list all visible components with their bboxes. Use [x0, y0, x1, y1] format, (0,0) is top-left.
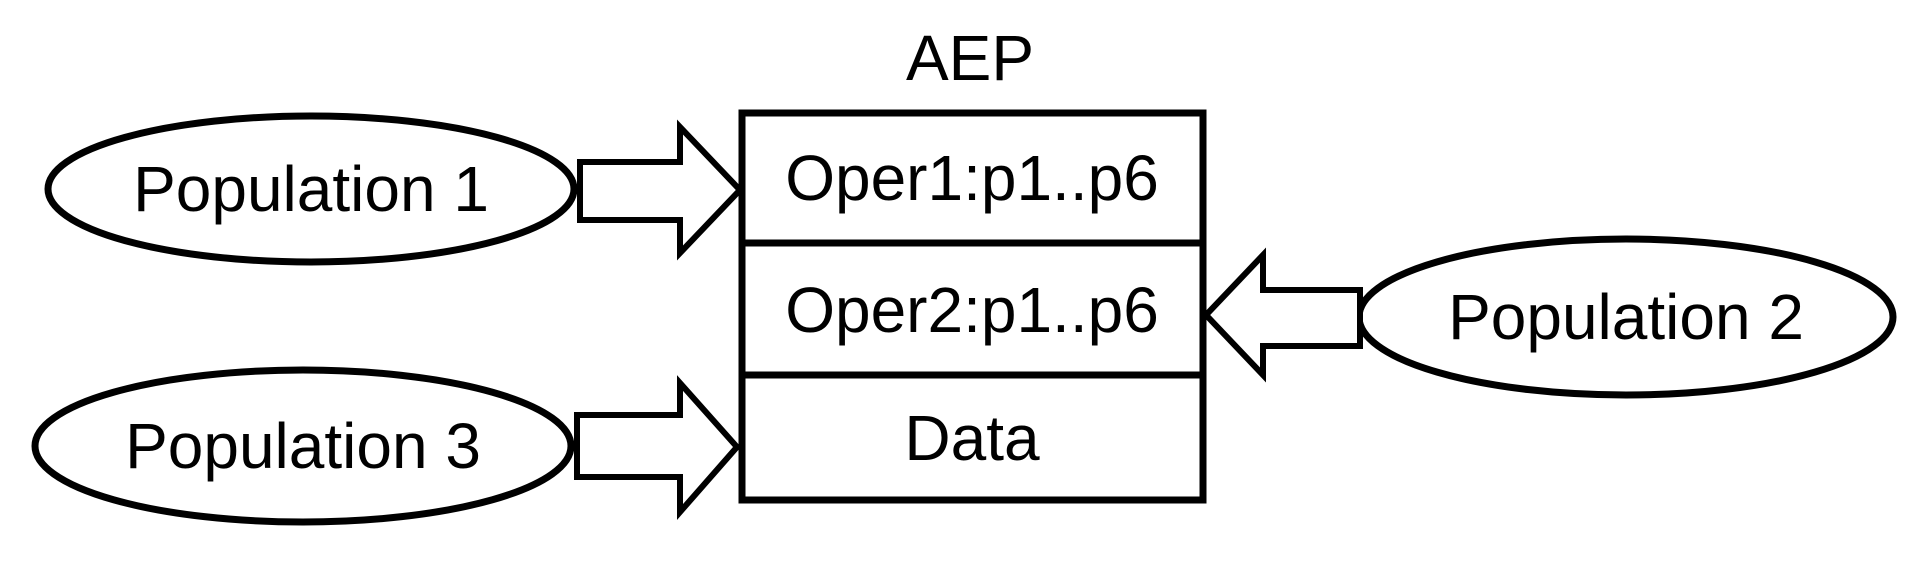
- population-3-arrow-right-icon: [574, 375, 742, 520]
- population-3-label: Population 3: [125, 410, 481, 482]
- population-2-arrow-left-icon: [1201, 247, 1363, 383]
- aep-row-oper1-label: Oper1:p1..p6: [785, 142, 1159, 214]
- population-1-ellipse: [44, 112, 578, 266]
- population-1-label: Population 1: [133, 153, 489, 225]
- population-2-node: Population 2: [1355, 235, 1897, 399]
- aep-box: Oper1:p1..p6 Oper2:p1..p6 Data: [738, 109, 1207, 504]
- aep-title: AEP: [906, 22, 1034, 94]
- aep-row-oper2-label: Oper2:p1..p6: [785, 274, 1159, 346]
- population-1-node: Population 1: [44, 112, 578, 266]
- aep-row-data-box: [738, 371, 1207, 504]
- population-3-ellipse: [31, 366, 575, 526]
- population-1-arrow-right-icon: [577, 119, 745, 261]
- aep-row-oper1-box: [738, 109, 1207, 247]
- population-3-node: Population 3: [31, 366, 575, 526]
- aep-row-data-label: Data: [904, 402, 1040, 474]
- population-2-label: Population 2: [1448, 281, 1804, 353]
